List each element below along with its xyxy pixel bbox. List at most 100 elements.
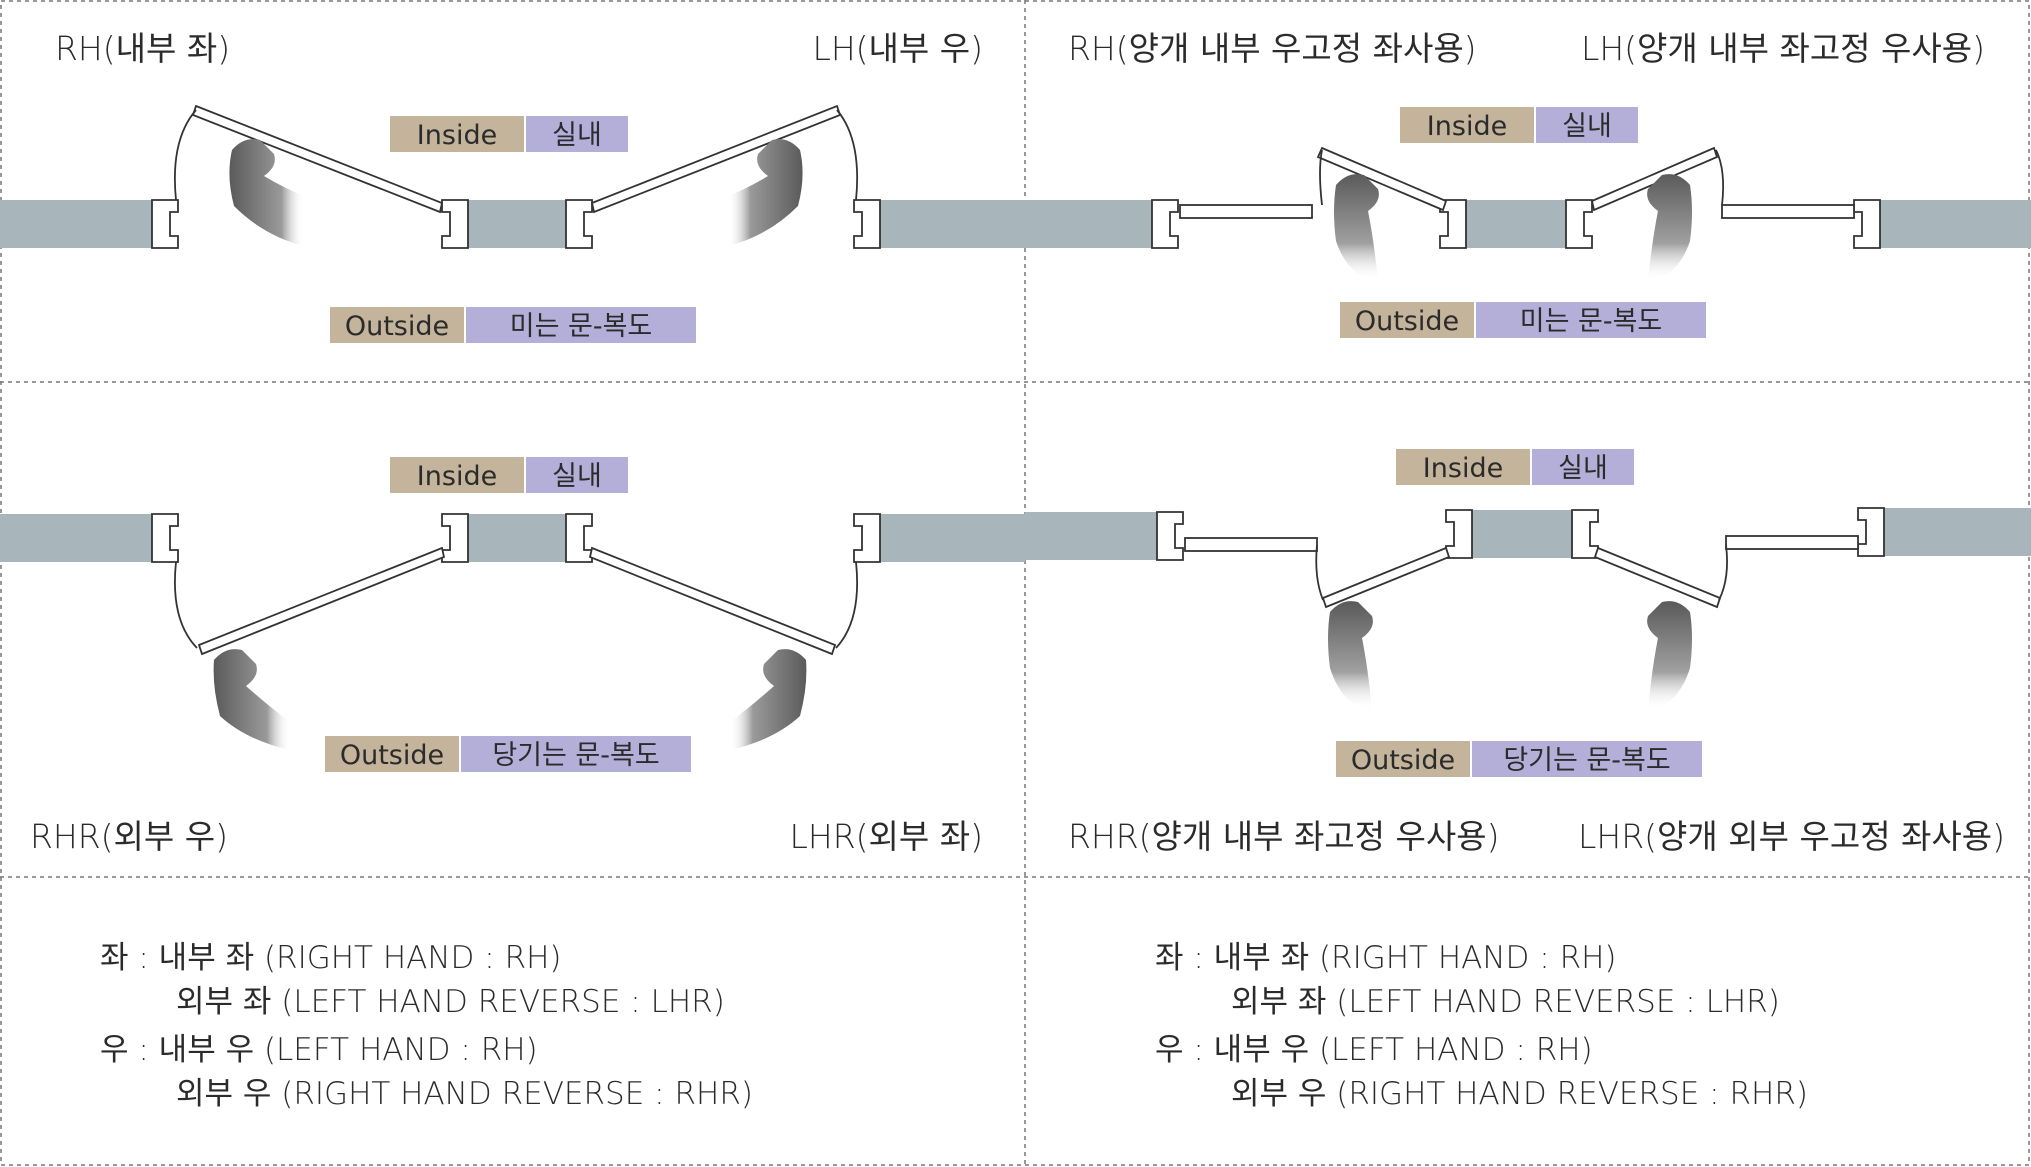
panel-title-right: LHR(양개 외부 우고정 좌사용) xyxy=(1578,817,2005,856)
inside-ko-tag xyxy=(526,457,628,493)
inside-ko-tag xyxy=(1536,107,1638,143)
door-frames xyxy=(151,513,881,563)
panel-title-left: RH(양개 내부 우고정 좌사용) xyxy=(1068,29,1477,68)
legend-line: 우 : 내부 우 (LEFT HAND : RH) xyxy=(1155,1032,1593,1068)
legend-line: 외부 좌 (LEFT HAND REVERSE : LHR) xyxy=(1231,984,1780,1020)
walls xyxy=(1025,508,2031,560)
panel-double-pull: Inside 실내 Outside 당기는 문-복도 RHR(양개 내부 좌고정… xyxy=(1025,449,2031,856)
frame-jamb xyxy=(565,513,593,563)
outside-label: Outside xyxy=(345,311,449,342)
panel-title-right: LH(내부 우) xyxy=(812,29,983,68)
outside-label: Outside xyxy=(340,740,444,771)
door-leaf-right xyxy=(590,104,842,214)
panel-title-right: LH(양개 내부 좌고정 우사용) xyxy=(1581,29,1985,68)
inside-tag xyxy=(390,116,524,152)
hand-pull-icon xyxy=(730,649,807,750)
legend-line: 우 : 내부 우 (LEFT HAND : RH) xyxy=(100,1032,538,1068)
door-leaf-right xyxy=(1590,146,1719,212)
panel-single-push: Inside 실내 Outside 미는 문-복도 RH(내부 좌) LH(내부… xyxy=(0,29,1025,343)
legend-line: 좌 : 내부 좌 (RIGHT HAND : RH) xyxy=(1155,940,1617,976)
inside-ko-label: 실내 xyxy=(1562,111,1612,142)
legend-line: 외부 좌 (LEFT HAND REVERSE : LHR) xyxy=(176,984,725,1020)
door-leaves xyxy=(1184,535,1859,609)
swing-arc-left xyxy=(1319,149,1323,206)
outside-ko-tag xyxy=(461,736,691,772)
hand-push-icon xyxy=(1334,174,1379,281)
door-frames xyxy=(151,199,881,249)
fixed-leaf-left xyxy=(1184,537,1318,552)
hand-pull-icon xyxy=(1647,601,1692,710)
walls xyxy=(0,200,1025,248)
inside-ko-label: 실내 xyxy=(1558,453,1608,484)
outside-tag xyxy=(1340,302,1474,338)
outside-ko-label: 미는 문-복도 xyxy=(1520,306,1663,337)
inside-tag xyxy=(1396,449,1530,485)
frame-jamb xyxy=(1156,511,1184,561)
outside-ko-label: 당기는 문-복도 xyxy=(492,740,659,771)
frame-jamb xyxy=(853,199,881,249)
outside-tag xyxy=(325,736,459,772)
frame-jamb xyxy=(151,513,179,563)
swing-arc-right xyxy=(835,561,859,649)
frame-jamb xyxy=(1571,509,1599,559)
inside-tag xyxy=(390,457,524,493)
panel-double-push: Inside 실내 Outside 미는 문-복도 RH(양개 내부 우고정 좌… xyxy=(1025,29,2031,338)
panel-single-pull: Inside 실내 Outside 당기는 문-복도 RHR(외부 우) LHR… xyxy=(0,457,1025,856)
frame-jamb xyxy=(565,199,593,249)
door-leaves xyxy=(1179,146,1855,219)
door-leaf-right xyxy=(1593,546,1722,609)
hand-push-icon xyxy=(1647,174,1692,281)
swing-arcs xyxy=(1319,149,1725,206)
walls xyxy=(1025,200,2031,248)
door-leaves xyxy=(197,546,837,656)
legend-line: 외부 우 (RIGHT HAND REVERSE : RHR) xyxy=(176,1076,753,1112)
panel-title-right: LHR(외부 좌) xyxy=(790,817,983,856)
door-leaf-left xyxy=(197,546,446,656)
panel-title-left: RHR(외부 우) xyxy=(30,817,228,856)
walls xyxy=(0,514,1025,562)
inside-label: Inside xyxy=(417,120,497,151)
legend-right: 좌 : 내부 좌 (RIGHT HAND : RH) 외부 좌 (LEFT HA… xyxy=(1155,940,1808,1112)
inside-ko-label: 실내 xyxy=(552,461,602,492)
inside-ko-tag xyxy=(526,116,628,152)
inside-ko-tag xyxy=(1532,449,1634,485)
outside-label: Outside xyxy=(1355,306,1459,337)
outside-tag xyxy=(330,307,464,343)
inside-label: Inside xyxy=(1423,453,1503,484)
swing-arcs xyxy=(174,561,859,649)
frame-jamb xyxy=(853,513,881,563)
fixed-leaf-left xyxy=(1179,204,1313,219)
inside-ko-label: 실내 xyxy=(552,120,602,151)
frame-jamb xyxy=(1151,199,1179,249)
outside-label: Outside xyxy=(1351,745,1455,776)
inside-label: Inside xyxy=(1427,111,1507,142)
hand-push-icon xyxy=(728,139,803,246)
hand-pull-icon xyxy=(1328,601,1373,710)
frame-jamb xyxy=(441,513,469,563)
outside-ko-tag xyxy=(466,307,696,343)
panel-title-left: RH(내부 좌) xyxy=(55,29,230,68)
swing-arc-right xyxy=(1715,149,1725,206)
fixed-leaf-right xyxy=(1725,535,1859,550)
frame-jamb xyxy=(1857,507,1885,557)
inside-label: Inside xyxy=(417,461,497,492)
swing-arc-left xyxy=(1315,544,1324,601)
frame-jamb xyxy=(441,199,469,249)
inside-tag xyxy=(1400,107,1534,143)
door-leaf-left xyxy=(1321,546,1451,609)
legend-line: 좌 : 내부 좌 (RIGHT HAND : RH) xyxy=(100,940,562,976)
frame-jamb xyxy=(1853,199,1881,249)
outside-ko-label: 미는 문-복도 xyxy=(510,311,653,342)
outside-ko-tag xyxy=(1476,302,1706,338)
frame-jamb xyxy=(1565,199,1593,249)
door-frames xyxy=(1156,507,1885,561)
frame-jamb xyxy=(151,199,179,249)
hand-pull-icon xyxy=(213,649,290,750)
swing-arcs xyxy=(1315,544,1728,601)
legend-left: 좌 : 내부 좌 (RIGHT HAND : RH) 외부 좌 (LEFT HA… xyxy=(100,940,753,1112)
outside-ko-label: 당기는 문-복도 xyxy=(1503,745,1670,776)
swing-arc-right xyxy=(1718,544,1728,601)
